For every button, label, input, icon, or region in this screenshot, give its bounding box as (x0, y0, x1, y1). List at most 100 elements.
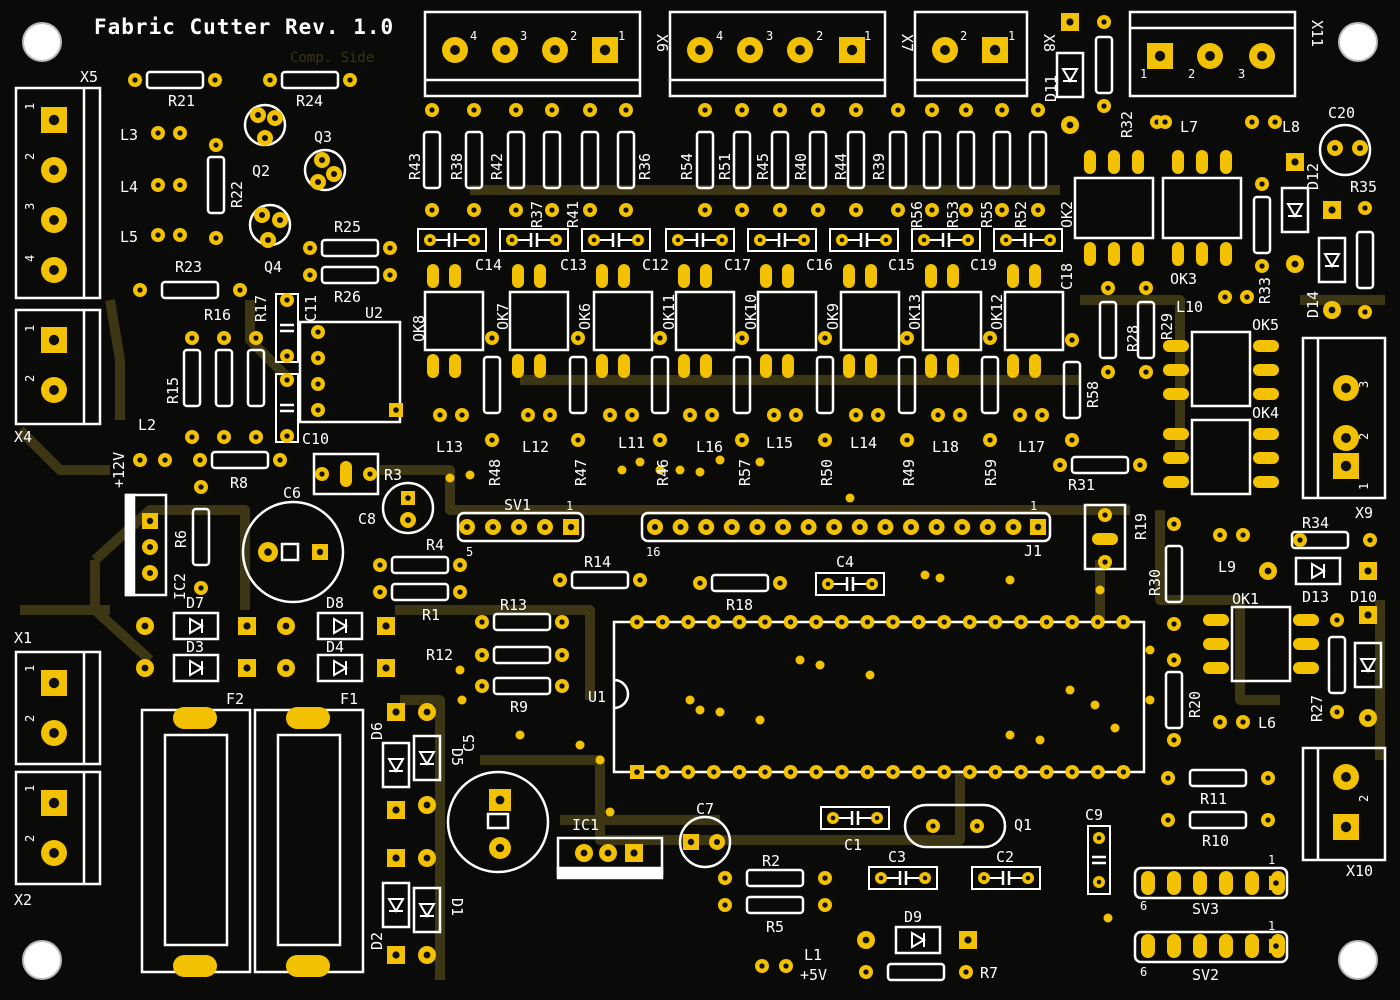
label-x1: X1 (14, 629, 32, 647)
label-r21: R21 (168, 92, 195, 110)
pin-num: 2 (1188, 67, 1195, 81)
label-l17: L17 (1018, 438, 1045, 456)
label-c7: C7 (696, 800, 714, 818)
label-sv2: SV2 (1192, 966, 1219, 984)
mounting-holes (22, 22, 1378, 980)
label-l11: L11 (618, 434, 645, 452)
pin-num: 3 (23, 203, 37, 210)
label-ok4: OK4 (1252, 404, 1279, 422)
label-r41: R41 (564, 201, 582, 228)
label-ok2: OK2 (1058, 201, 1076, 228)
label-d6: D6 (368, 722, 386, 740)
pin-num: 2 (816, 29, 823, 43)
label-x5: X5 (80, 68, 98, 86)
label-x7: X7 (898, 34, 916, 52)
label-c19: C19 (970, 256, 997, 274)
label-d1: D1 (448, 898, 466, 916)
label-r55: R55 (978, 201, 996, 228)
label-l10: L10 (1176, 298, 1203, 316)
label-r30: R30 (1146, 569, 1164, 596)
label-ic1: IC1 (572, 816, 599, 834)
label-r59: R59 (982, 459, 1000, 486)
label-ok11: OK11 (660, 294, 678, 330)
label-d2: D2 (368, 932, 386, 950)
label-r34: R34 (1302, 514, 1329, 532)
pin-num: 2 (960, 29, 967, 43)
label-q3: Q3 (314, 128, 332, 146)
label-ic2: IC2 (171, 573, 189, 600)
label-r42: R42 (488, 153, 506, 180)
label-c5: C5 (460, 734, 478, 752)
label-sv1: SV1 (504, 496, 531, 514)
label-d11: D11 (1042, 75, 1060, 102)
pin-num: 1 (23, 785, 37, 792)
label-d13: D13 (1302, 588, 1329, 606)
label-c6: C6 (283, 484, 301, 502)
label-l8: L8 (1282, 118, 1300, 136)
label-c17: C17 (724, 256, 751, 274)
label-r39: R39 (870, 153, 888, 180)
pin-num: 1 (1030, 499, 1037, 513)
pin-num: 1 (23, 325, 37, 332)
board-side: Comp. Side (290, 50, 374, 66)
pin-num: 1 (23, 103, 37, 110)
label-r37: R37 (528, 201, 546, 228)
pin-num: 2 (570, 29, 577, 43)
label-r58: R58 (1084, 381, 1102, 408)
label-r54: R54 (678, 153, 696, 180)
pin-num: 4 (23, 255, 37, 262)
label-d7: D7 (186, 594, 204, 612)
label-plus-5v: +5V (800, 966, 827, 984)
pin-num: 2 (23, 375, 37, 382)
label-r16: R16 (204, 306, 231, 324)
label-q4: Q4 (264, 258, 282, 276)
pin-num: 2 (23, 153, 37, 160)
label-r19: R19 (1132, 513, 1150, 540)
label-c15: C15 (888, 256, 915, 274)
label-u1: U1 (588, 688, 606, 706)
pin-num: 1 (864, 29, 871, 43)
label-ok7: OK7 (494, 303, 512, 330)
label-c8: C8 (358, 510, 376, 528)
label-f1: F1 (340, 690, 358, 708)
pin-num: 1 (1268, 853, 1275, 867)
label-r26: R26 (334, 288, 361, 306)
label-q1: Q1 (1014, 816, 1032, 834)
label-f2: F2 (226, 690, 244, 708)
label-d3: D3 (186, 638, 204, 656)
label-r52: R52 (1012, 201, 1030, 228)
label-r57: R57 (736, 459, 754, 486)
label-r14: R14 (584, 553, 611, 571)
label-r48: R48 (486, 459, 504, 486)
label-l16: L16 (696, 438, 723, 456)
label-x9: X9 (1355, 504, 1373, 522)
label-r44: R44 (832, 153, 850, 180)
pin-num: 3 (1357, 381, 1371, 388)
label-r31: R31 (1068, 476, 1095, 494)
pin-num: 1 (23, 665, 37, 672)
label-r7: R7 (980, 964, 998, 982)
pin-num: 6 (1140, 899, 1147, 913)
label-l2: L2 (138, 416, 156, 434)
pin-num: 5 (466, 545, 473, 559)
label-c14: C14 (475, 256, 502, 274)
label-x10: X10 (1346, 862, 1373, 880)
pin-num: 2 (1357, 433, 1371, 440)
label-ok9: OK9 (824, 303, 842, 330)
label-l14: L14 (850, 434, 877, 452)
label-ok1: OK1 (1232, 590, 1259, 608)
label-d4: D4 (326, 638, 344, 656)
label-r23: R23 (175, 258, 202, 276)
label-l3: L3 (120, 126, 138, 144)
label-r1: R1 (422, 606, 440, 624)
label-d5: D5 (448, 748, 466, 766)
label-r38: R38 (448, 153, 466, 180)
label-r35: R35 (1350, 178, 1377, 196)
label-ok5: OK5 (1252, 316, 1279, 334)
label-d14: D14 (1304, 291, 1322, 318)
label-u2: U2 (365, 304, 383, 322)
label-r29: R29 (1158, 313, 1176, 340)
label-l15: L15 (766, 434, 793, 452)
